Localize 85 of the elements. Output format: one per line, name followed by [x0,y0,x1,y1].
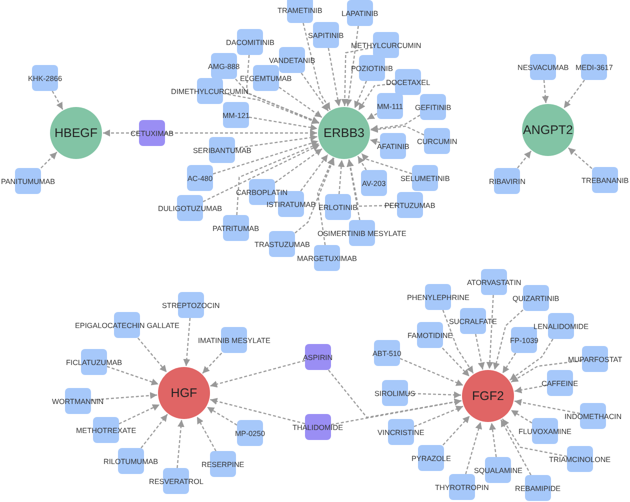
dashed-arrow [408,391,462,398]
dashed-arrow [206,406,238,426]
dashed-arrow [300,154,328,192]
target-name: FGF2 [472,389,504,403]
dashed-arrow [300,72,329,112]
dashed-arrow [358,82,396,111]
dashed-arrow [414,406,464,428]
dashed-arrow [328,370,462,418]
dashed-arrow [234,134,318,149]
dashed-arrow [370,126,424,136]
dashed-arrow [361,153,412,174]
dashed-arrow [346,160,360,220]
dashed-arrow [486,294,494,370]
dashed-arrow [500,419,532,476]
dashed-arrow [502,418,568,457]
target-circle [50,107,102,159]
dashed-arrow [510,410,532,424]
dashed-arrow [370,138,380,146]
target-name: ANGPT2 [522,123,573,137]
dashed-arrow [442,416,470,446]
dashed-arrow [568,147,592,170]
dashed-arrow [370,114,420,132]
dashed-arrow [517,150,532,168]
dashed-arrow [330,398,462,426]
dashed-arrow [509,338,554,381]
dashed-arrow [400,358,464,386]
dashed-arrow [514,398,580,414]
dashed-arrow [492,309,524,370]
target-circle [462,370,514,422]
dashed-arrow [196,416,216,452]
dashed-arrow [502,352,516,374]
dashed-arrow [40,152,58,168]
dashed-arrow [202,352,222,374]
dashed-arrow [489,422,497,458]
dashed-arrow [274,148,322,184]
dashed-arrow [210,398,306,424]
dashed-arrow [542,80,549,104]
dashed-arrow [510,360,582,383]
dashed-arrow [222,92,320,124]
dashed-arrow [442,348,470,377]
dashed-arrow [465,422,482,474]
dashed-arrow [235,78,320,124]
dashed-arrow [294,158,335,234]
dashed-arrow [347,159,398,207]
dashed-arrow [210,360,306,388]
dashed-arrow [341,46,374,106]
target-name: HBEGF [54,126,98,140]
target-circle [318,107,370,159]
dashed-arrow [202,144,320,202]
dashed-arrow [90,392,158,401]
target-circle [522,104,574,156]
dashed-arrow [367,112,378,120]
drug-square [361,170,387,196]
dashed-arrow [236,142,320,216]
dashed-arrow [317,157,334,246]
drug-square [223,102,249,128]
dashed-arrow [137,338,168,373]
target-name: ERBB3 [324,126,364,140]
target-circle [158,367,210,419]
dashed-arrow [442,310,474,374]
dashed-arrow [475,334,485,370]
drug-square [377,93,403,119]
dashed-arrow [354,80,367,108]
dashed-arrow [345,26,359,106]
dashed-arrow [338,160,345,194]
dashed-arrow [176,420,184,468]
dashed-arrow [357,156,367,170]
dashed-arrow [165,130,317,136]
dashed-arrow [212,140,318,174]
dashed-arrow [302,22,331,110]
dashed-arrow [563,80,585,109]
dashed-arrow [140,414,168,448]
dashed-arrow [118,404,160,424]
target-name: HGF [170,386,198,400]
dashed-arrow [278,86,322,118]
dashed-arrow [328,48,342,106]
drug-square [374,340,400,366]
dashed-arrow [52,90,64,110]
dashed-arrow [514,384,548,394]
dashed-arrow [106,366,159,386]
drug-square [237,420,263,446]
drug-square [187,165,213,191]
dashed-arrow [103,130,139,136]
dashed-arrow [183,318,191,366]
dashed-arrow [248,116,318,131]
